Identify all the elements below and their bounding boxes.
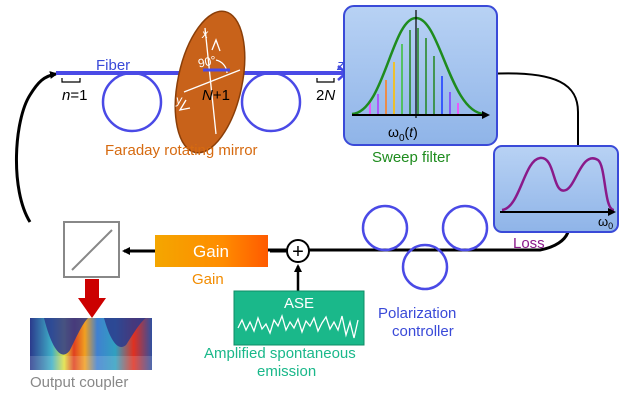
mirror-angle-label: 90° <box>197 53 218 71</box>
faraday-mirror-label: Faraday rotating mirror <box>105 142 258 159</box>
polarization-paddle-2 <box>401 243 449 291</box>
ase-label-line1: Amplified spontaneous <box>204 345 356 362</box>
output-arrow-shaft <box>85 279 99 299</box>
bracket-n1 <box>61 78 81 83</box>
combiner-node <box>286 239 310 263</box>
sweep-filter-panel <box>343 5 498 146</box>
loss-omega-label: ω0 <box>598 214 613 231</box>
fiber-index-n-plus-1: N+1 <box>202 87 230 104</box>
combiner-plus-icon: + <box>292 241 304 263</box>
polarization-label-line2: controller <box>392 323 454 340</box>
fiber-index-n1: n=1 <box>62 87 87 104</box>
loss-label: Loss <box>513 235 545 252</box>
ase-noise-trace <box>237 313 359 339</box>
sweep-filter-spectral-lines <box>369 28 459 115</box>
fiber-index-2n: 2N <box>316 87 335 104</box>
output-arrow-icon <box>78 298 106 318</box>
bracket-2n <box>316 78 335 83</box>
sweep-filter-label: Sweep filter <box>372 149 450 166</box>
mirror-y-arrow-icon <box>178 99 191 111</box>
ase-box-label: ASE <box>284 295 314 312</box>
gain-box <box>155 235 268 267</box>
mirror-angle-arc <box>215 59 228 74</box>
loop-wire-left <box>15 71 58 223</box>
mirror-y-label: y <box>175 93 183 107</box>
ase-label-line2: emission <box>257 363 316 380</box>
fiber-loop-1 <box>101 71 163 133</box>
mirror-horizontal-axis <box>183 69 241 93</box>
polarization-paddle-1 <box>361 204 409 252</box>
output-coupler-splitter <box>71 229 113 271</box>
fiber-label: Fiber <box>96 57 130 74</box>
mirror-x-label: x <box>201 27 209 41</box>
loss-curve <box>501 156 615 212</box>
sweep-filter-omega-label: ω0(t) <box>388 124 418 144</box>
polarization-paddle-3 <box>441 204 489 252</box>
gain-box-label: Gain <box>193 242 229 261</box>
fiber-loop-2 <box>240 71 302 133</box>
mirror-x-arrow-icon <box>211 38 221 52</box>
fiber-z-axis-label: z <box>336 57 345 74</box>
output-spectrogram <box>30 318 152 370</box>
output-coupler-label: Output coupler <box>30 374 128 391</box>
loop-wire-to-loss <box>487 72 579 160</box>
loss-panel <box>493 145 619 233</box>
polarization-label-line1: Polarization <box>378 305 456 322</box>
gain-label: Gain <box>192 271 224 288</box>
